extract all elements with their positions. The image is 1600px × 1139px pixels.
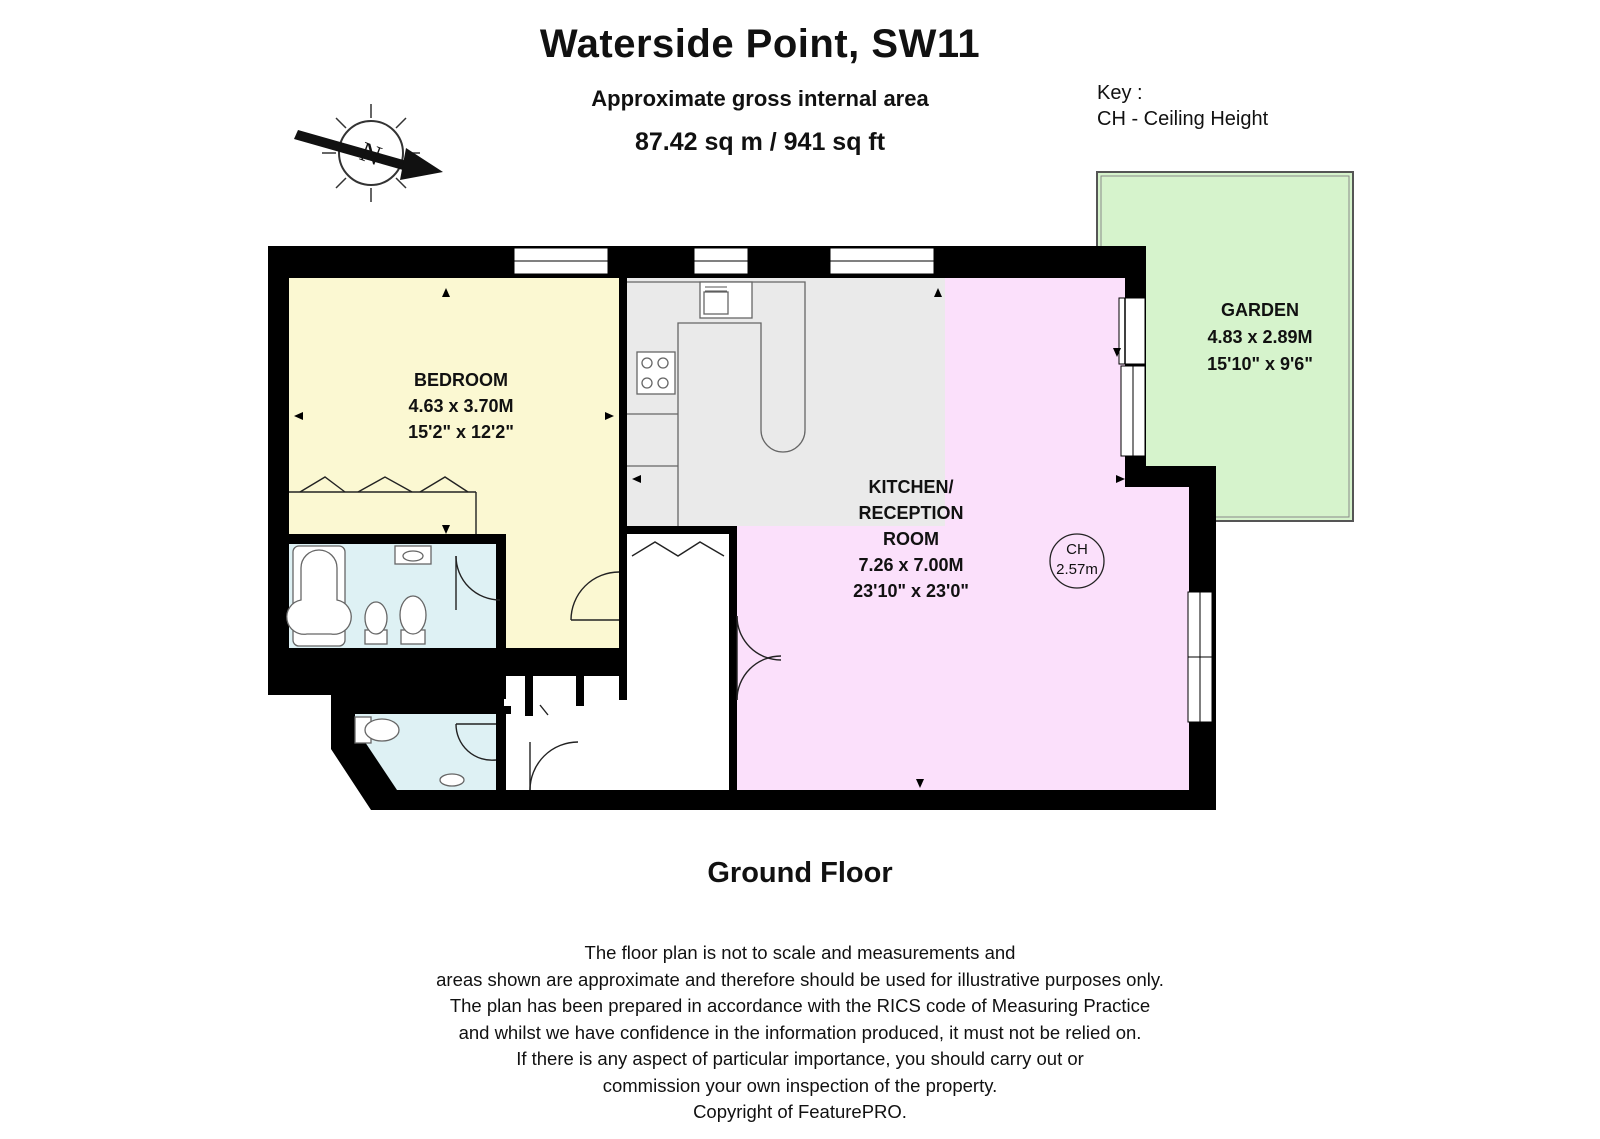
disclaimer-line: commission your own inspection of the pr… <box>602 1074 998 1096</box>
bedroom-name: BEDROOM <box>414 370 508 390</box>
kitchen-name-2: RECEPTION <box>858 503 963 523</box>
hallway-floor <box>627 526 729 790</box>
disclaimer-line: Copyright of FeaturePRO. <box>693 1101 907 1122</box>
disclaimer-line: The floor plan is not to scale and measu… <box>584 942 1016 963</box>
key-legend: Key : CH - Ceiling Height <box>1097 80 1268 132</box>
plan-title: Waterside Point, SW11 <box>539 22 981 66</box>
area-value: 87.42 sq m / 941 sq ft <box>634 128 886 156</box>
disclaimer: The floor plan is not to scale and measu… <box>0 940 1600 1126</box>
key-heading: Key : <box>1097 82 1143 104</box>
kitchen-metric: 7.26 x 7.00M <box>858 555 963 575</box>
ceiling-height-marker <box>1049 533 1105 589</box>
compass-icon: N <box>294 104 443 202</box>
kitchen-name-1: KITCHEN/ <box>869 477 954 497</box>
disclaimer-line: areas shown are approximate and therefor… <box>436 968 1164 990</box>
kitchen-floor <box>627 278 945 526</box>
disclaimer-line: If there is any aspect of particular imp… <box>516 1048 1084 1069</box>
ceiling-label: CH <box>1066 541 1088 558</box>
garden-metric: 4.83 x 2.89M <box>1207 327 1312 347</box>
garden-name: GARDEN <box>1221 300 1299 320</box>
garden-imperial: 15'10" x 9'6" <box>1207 354 1313 374</box>
kitchen-name-3: ROOM <box>883 529 939 549</box>
ceiling-value: 2.57m <box>1056 561 1098 578</box>
floor-label: Ground Floor <box>707 857 893 889</box>
bedroom-imperial: 15'2" x 12'2" <box>408 422 514 442</box>
disclaimer-line: The plan has been prepared in accordance… <box>449 995 1151 1016</box>
bedroom-metric: 4.63 x 3.70M <box>408 396 513 416</box>
area-subtitle: Approximate gross internal area <box>591 86 929 111</box>
disclaimer-line: and whilst we have confidence in the inf… <box>458 1021 1142 1043</box>
kitchen-imperial: 23'10" x 23'0" <box>853 581 969 601</box>
reception-floor <box>737 278 1189 790</box>
key-entry: CH - Ceiling Height <box>1097 108 1269 130</box>
